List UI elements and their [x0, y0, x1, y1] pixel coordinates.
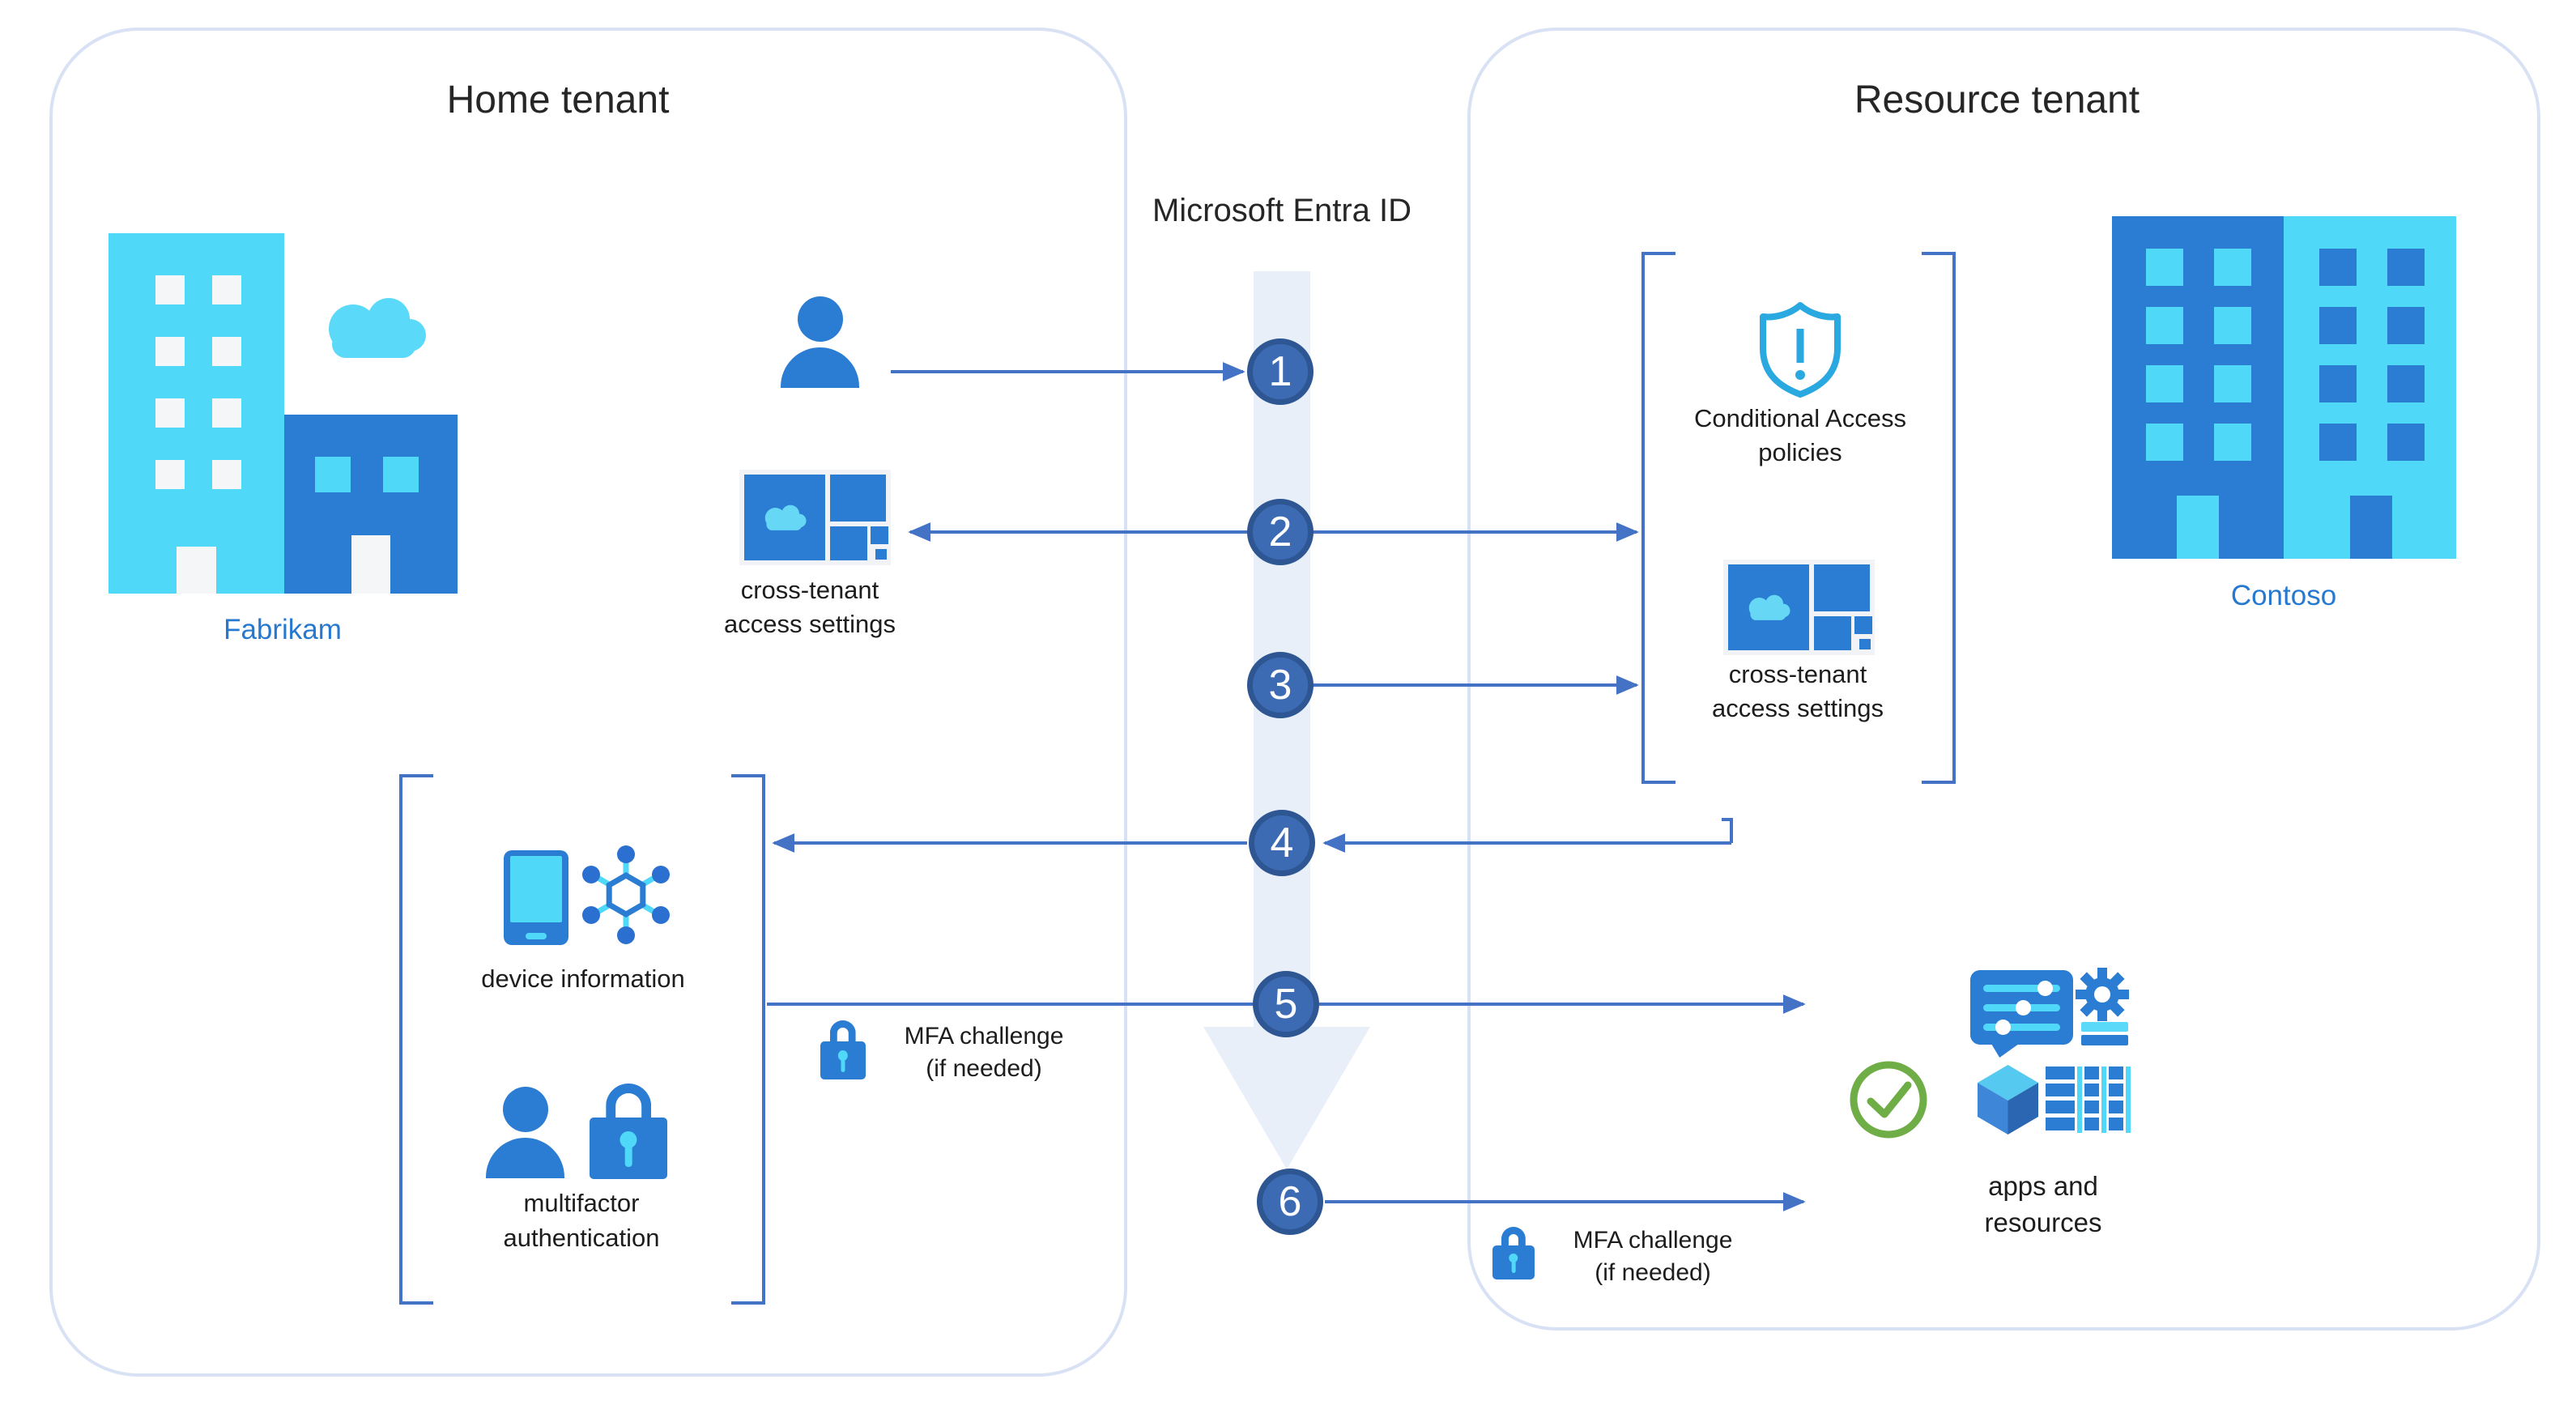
home-tenant-title: Home tenant	[446, 79, 670, 121]
step-circle-4: 4	[1249, 810, 1315, 876]
bracket-resource-group	[1641, 252, 1956, 784]
conditional-access-shield-icon	[1760, 302, 1841, 398]
user-icon	[781, 296, 859, 388]
cross-tenant-settings-label-home: cross-tenant access settings	[724, 576, 896, 638]
fabrikam-tall-building	[109, 233, 284, 594]
resource-tenant-title: Resource tenant	[1854, 79, 2140, 121]
mfa-lock-icon-resource	[1492, 1227, 1535, 1279]
mfa-challenge-label-resource: MFA challenge (if needed)	[1573, 1227, 1733, 1286]
cloud-icon	[1748, 594, 1790, 620]
contoso-right-building	[2284, 216, 2456, 559]
contoso-left-building	[2112, 216, 2284, 559]
contoso-label: Contoso	[2230, 580, 2337, 611]
cloud-icon	[764, 505, 807, 530]
mfa-user-icon	[486, 1087, 564, 1178]
step-circle-2: 2	[1247, 499, 1314, 565]
table-grid-icon	[2046, 1067, 2131, 1133]
contoso-buildings-icon	[2112, 216, 2456, 559]
mfa-challenge-label-home: MFA challenge (if needed)	[904, 1023, 1064, 1082]
cross-tenant-settings-label-resource: cross-tenant access settings	[1712, 660, 1884, 722]
check-circle-icon	[1850, 1061, 1927, 1139]
step-circle-1: 1	[1247, 338, 1314, 405]
step-circle-5: 5	[1253, 971, 1319, 1037]
cross-tenant-settings-icon-home	[739, 470, 891, 565]
fabrikam-buildings-icon	[109, 233, 458, 594]
step-circle-6: 6	[1257, 1169, 1323, 1235]
apps-resources-label: apps and resources	[1984, 1171, 2102, 1237]
device-information-label: device information	[481, 964, 685, 993]
chat-settings-icon	[1970, 970, 2073, 1058]
list-bar-cyan	[2081, 1022, 2128, 1032]
multifactor-authentication-label: multifactor authentication	[503, 1189, 660, 1252]
step-circle-3: 3	[1247, 652, 1314, 718]
mfa-lock-icon-large	[590, 1084, 667, 1179]
elbow-step4	[1722, 818, 1733, 843]
bracket-home-group	[399, 774, 765, 1305]
gear-icon	[2076, 968, 2129, 1021]
conditional-access-label: Conditional Access policies	[1694, 404, 1906, 466]
phone-icon	[504, 850, 568, 945]
entra-id-title: Microsoft Entra ID	[1152, 193, 1412, 228]
cloud-icon	[329, 298, 426, 358]
network-hub-icon	[582, 845, 670, 944]
list-bar-blue	[2081, 1035, 2128, 1045]
cross-tenant-settings-icon-resource	[1723, 560, 1875, 655]
cube-icon	[1978, 1065, 2038, 1135]
fabrikam-short-building	[284, 415, 458, 594]
fabrikam-label: Fabrikam	[224, 614, 342, 645]
mfa-lock-icon-home	[820, 1020, 866, 1079]
